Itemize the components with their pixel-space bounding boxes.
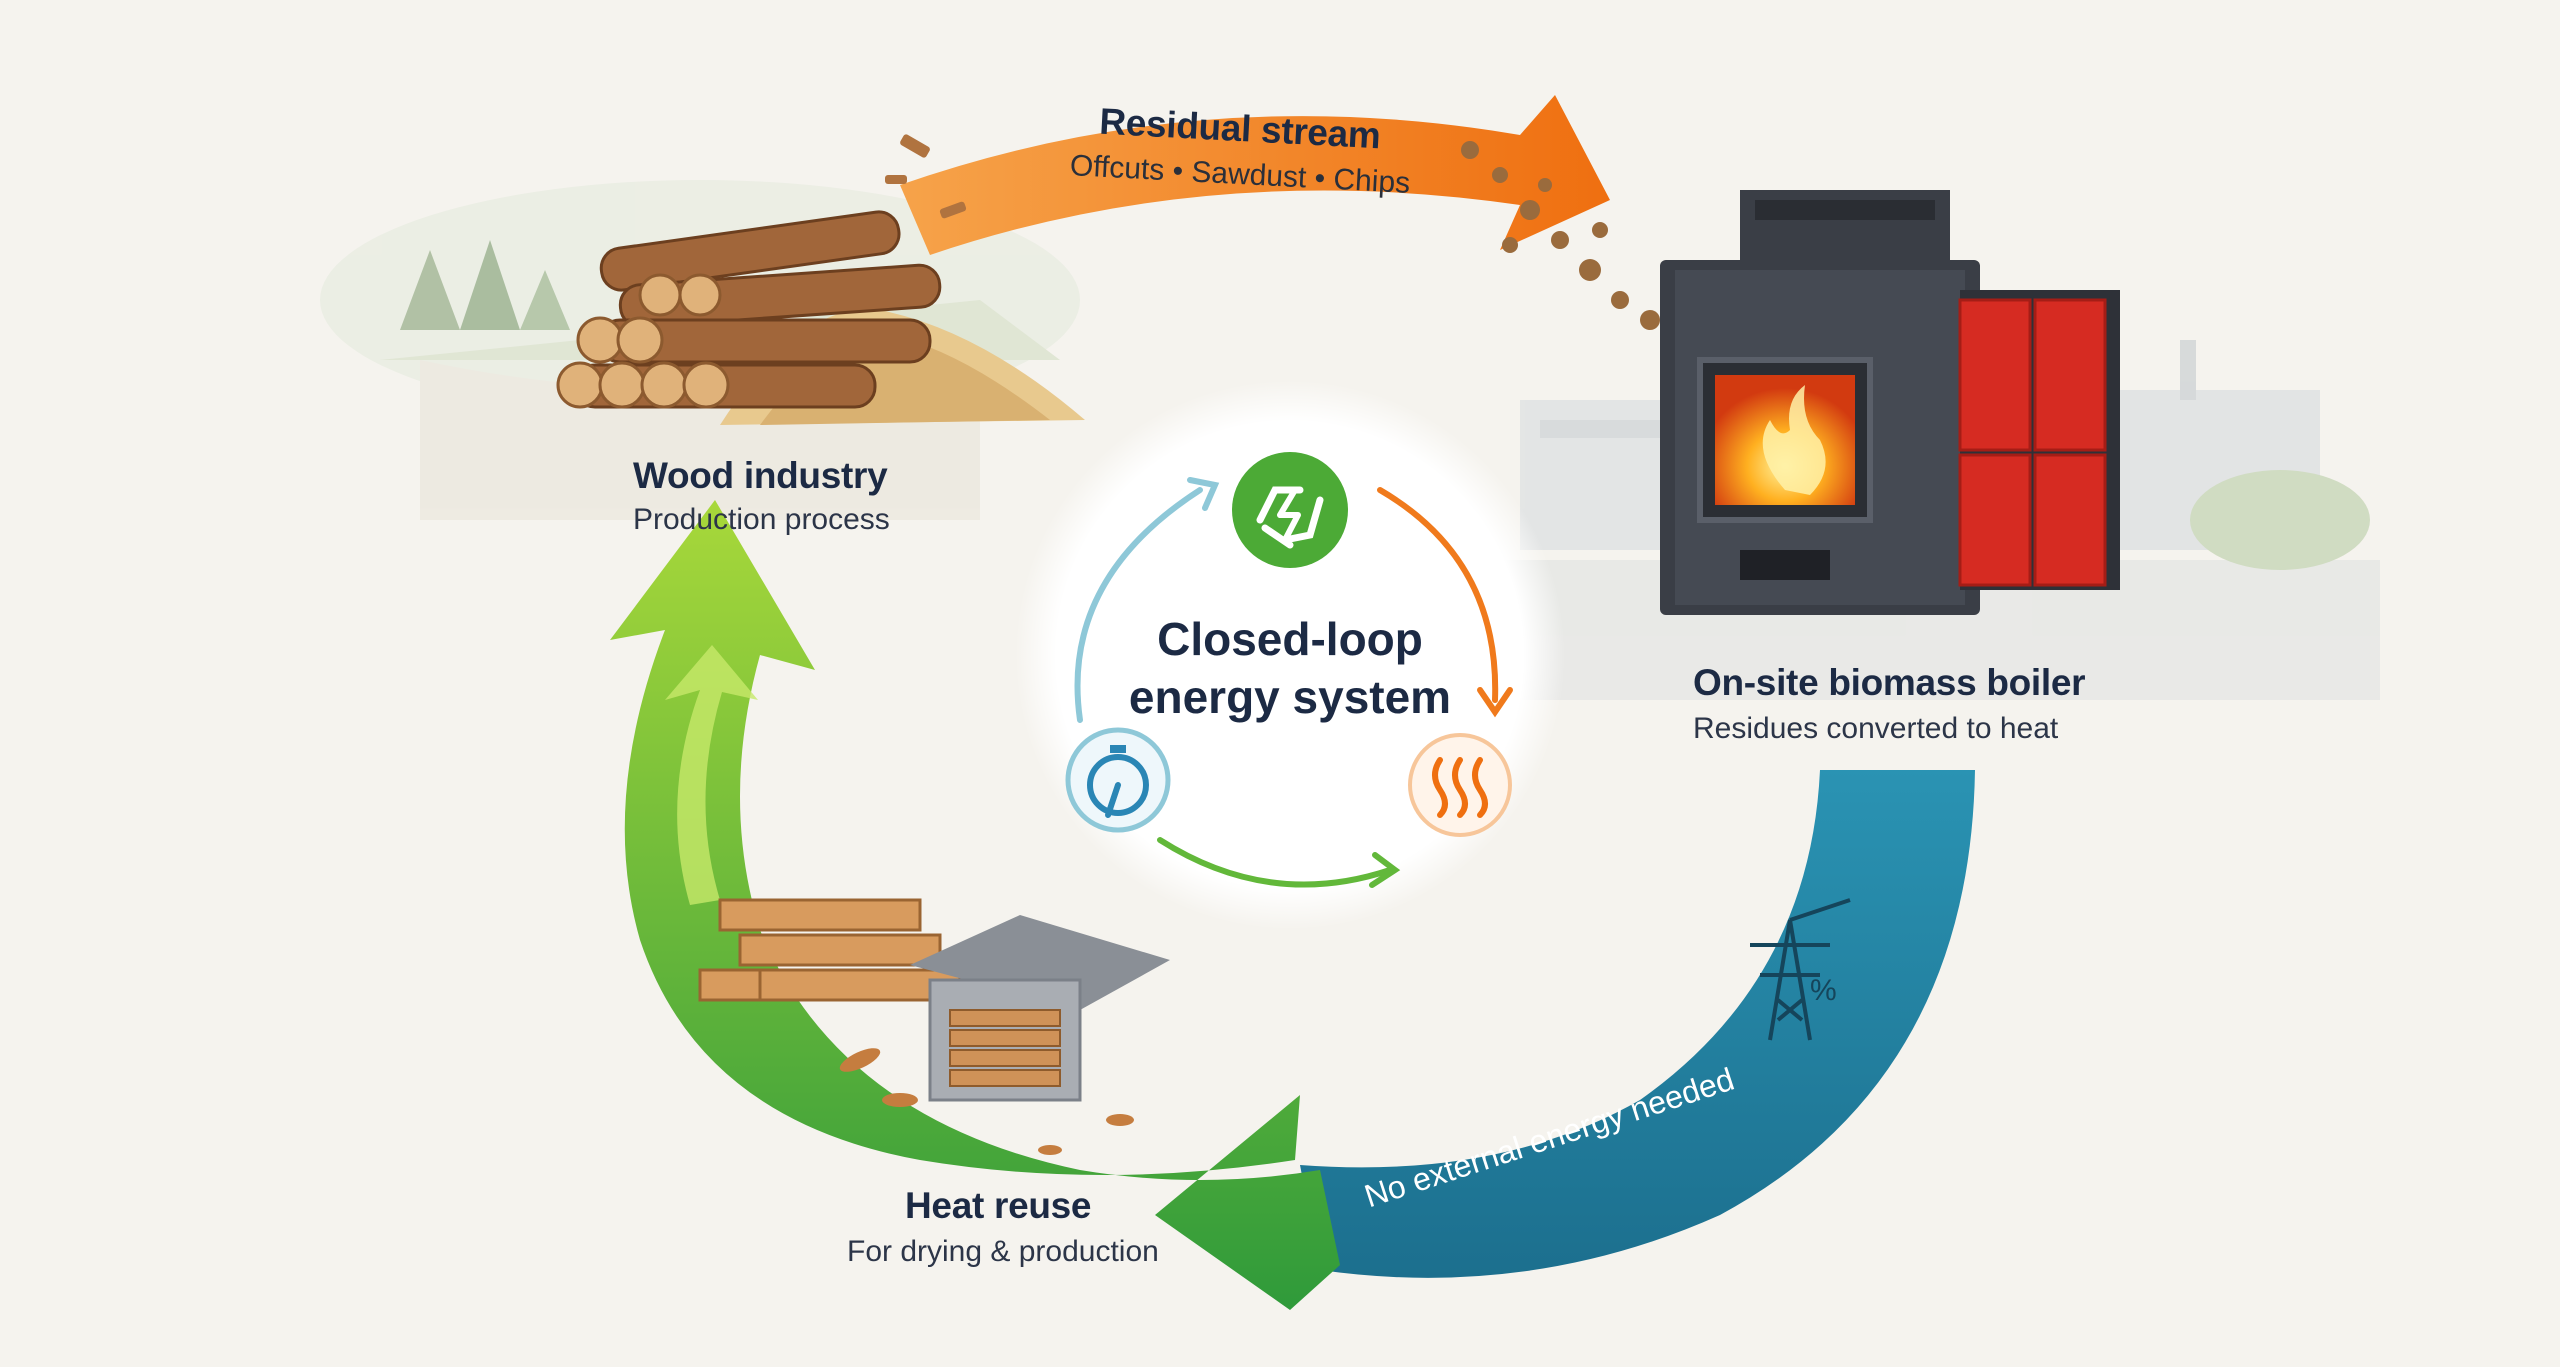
- heat-waves-icon: [1408, 733, 1512, 837]
- biomass-boiler-illustration: [1461, 141, 2120, 615]
- svg-text:%: %: [1810, 974, 1837, 1007]
- wood-industry-subtitle: Production process: [633, 503, 890, 536]
- drying-shed-illustration: [698, 898, 1170, 1155]
- residual-stream-arrow: [900, 95, 1610, 255]
- power-pylon-icon: %: [1750, 898, 1851, 1041]
- heat-reuse-title: Heat reuse: [905, 1185, 1092, 1226]
- no-external-energy-arrow: [1300, 770, 1975, 1278]
- biomass-boiler-title: On-site biomass boiler: [1693, 662, 2086, 703]
- heat-reuse-arrow: [610, 500, 1340, 1310]
- wood-logs-illustration: [556, 134, 1085, 425]
- inner-cycle-arrows: [1074, 477, 1513, 888]
- center-title-line2: energy system: [1128, 671, 1452, 723]
- recycle-energy-icon: [1232, 452, 1348, 568]
- heat-reuse-subtitle: For drying & production: [847, 1235, 1159, 1268]
- center-title-line1: Closed-loop: [1157, 613, 1423, 665]
- wood-industry-title: Wood industry: [633, 455, 888, 496]
- measurement-gauge-icon: [1065, 727, 1171, 833]
- biomass-boiler-subtitle: Residues converted to heat: [1693, 712, 2059, 745]
